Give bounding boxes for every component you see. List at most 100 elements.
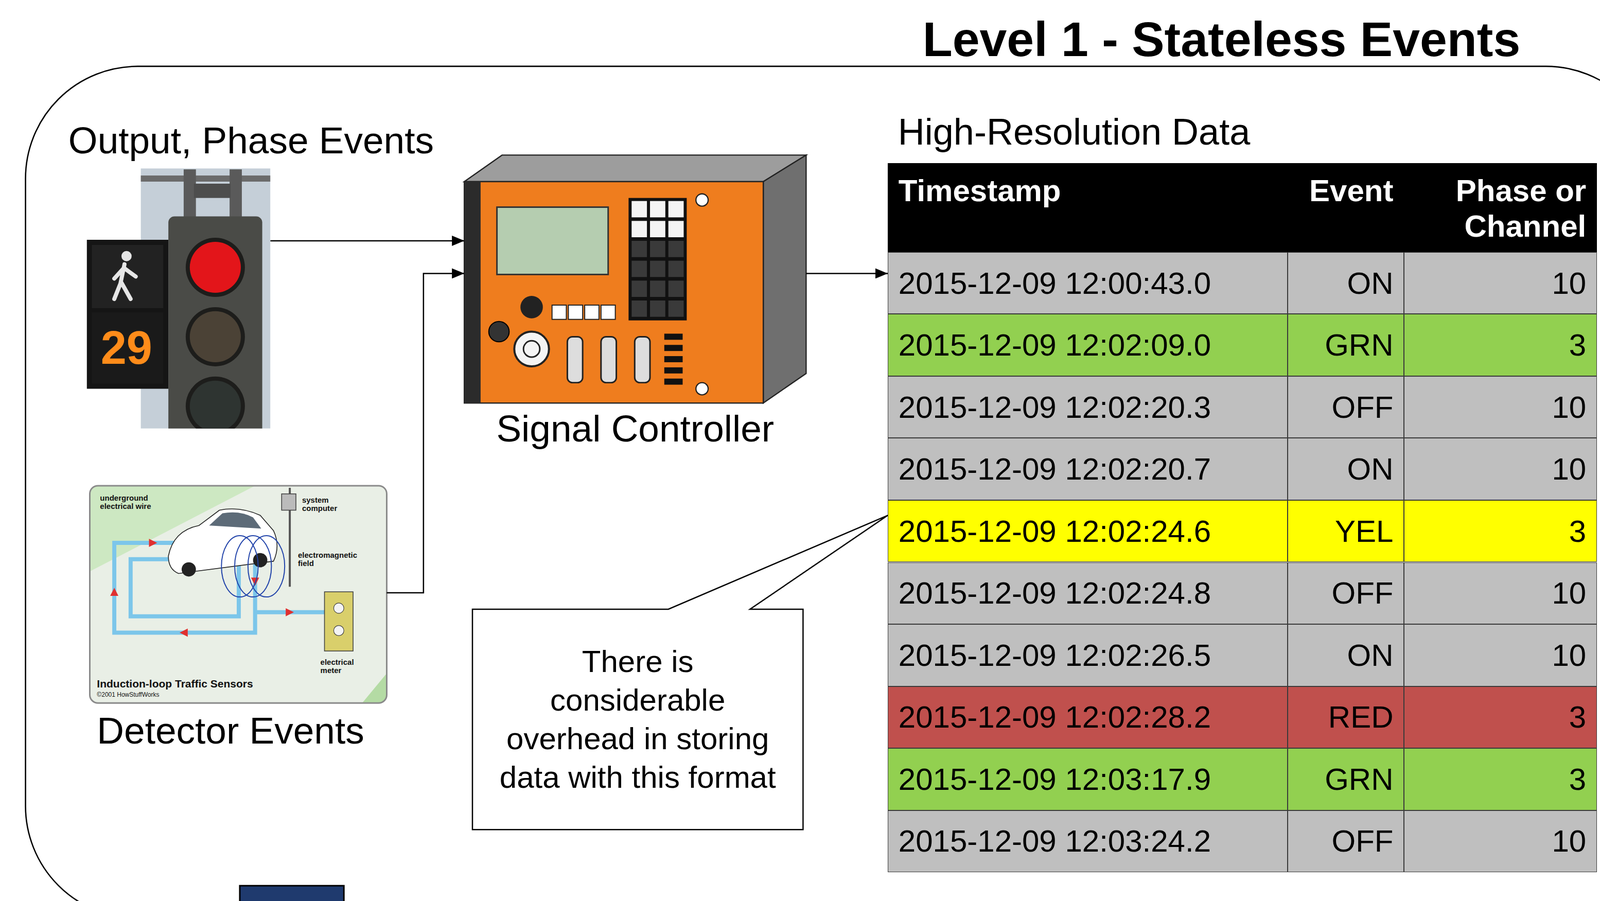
table-cell: 10: [1403, 562, 1597, 625]
signal-controller-art-part: [584, 305, 600, 320]
arrow-connector: [386, 273, 465, 593]
table-cell: 3: [1403, 686, 1597, 749]
induction-loop-illustration-part-part: [333, 625, 344, 637]
traffic-signal-photo-part: [185, 237, 245, 297]
induction-loop-illustration: [89, 485, 387, 703]
table-cell: 10: [1403, 437, 1597, 501]
node-heading: Signal Controller: [464, 407, 806, 451]
table-cell: 2015-12-09 12:02:28.2: [887, 686, 1288, 749]
table-value: GRN: [1324, 761, 1394, 798]
table-value: ON: [1346, 451, 1394, 487]
table-header-cell: Event: [1287, 163, 1404, 253]
induction-loop-illustration-part-part: [181, 562, 197, 577]
table-value: OFF: [1331, 575, 1394, 611]
table-header: Event: [1309, 172, 1394, 209]
table-cell: 2015-12-09 12:02:24.6: [887, 500, 1288, 563]
table-value: 3: [1569, 513, 1587, 550]
table-value: 10: [1551, 637, 1587, 674]
table-header: Phase or Channel: [1414, 172, 1587, 244]
signal-controller-art-part: [631, 300, 647, 318]
signal-controller-art-part: [664, 344, 683, 351]
signal-controller-art-part: [649, 240, 666, 258]
callout-box: There is considerable overhead in storin…: [472, 609, 803, 830]
signal-controller-art-part: [668, 280, 684, 297]
table-cell: 10: [1403, 624, 1597, 687]
table-value: 2015-12-09 12:02:28.2: [898, 699, 1211, 735]
traffic-signal-photo-part: [194, 183, 231, 199]
signal-controller-art-part: [601, 336, 617, 383]
induction-loop-illustration-part: [89, 485, 387, 703]
illustration-label: underground electrical wire: [99, 493, 151, 512]
table-cell: 2015-12-09 12:03:17.9: [887, 748, 1288, 811]
diagram-title: Level 1 - Stateless Events: [922, 11, 1521, 67]
induction-loop-illustration-part-part: [362, 673, 388, 704]
label-wrap: electromagnetic field: [297, 551, 370, 569]
traffic-signal-photo-part: [168, 216, 262, 429]
signal-controller-art-part: [695, 194, 709, 207]
detector-illustration: Detector Events: [89, 485, 387, 703]
table-header-cell: Phase or Channel: [1403, 163, 1597, 253]
table-value: 2015-12-09 12:03:17.9: [898, 761, 1211, 798]
table-value: 2015-12-09 12:02:24.6: [898, 513, 1211, 550]
traffic-signal-photo-part: [185, 376, 245, 429]
traffic-signal-photo-part: [114, 264, 136, 300]
table-value: 2015-12-09 12:02:26.5: [898, 637, 1211, 674]
signal-controller-art-part: [631, 201, 647, 218]
table-header: Timestamp: [898, 172, 1062, 209]
illustration-label: electromagnetic field: [297, 550, 358, 569]
table-cell: 2015-12-09 12:00:43.0: [887, 252, 1288, 315]
signal-controller-art-part: [464, 181, 764, 403]
traffic-signal-photo-part: [189, 380, 241, 429]
node-text-wrap: There is considerable overhead in storin…: [472, 609, 803, 830]
induction-loop-illustration-part-part: [285, 608, 294, 617]
table-value: 2015-12-09 12:02:09.0: [898, 327, 1211, 363]
traffic-signal-photo-part: [185, 307, 245, 367]
table-value: 2015-12-09 12:00:43.0: [898, 265, 1211, 302]
traffic-signal-photo-part: [86, 239, 169, 390]
illustration-title: Induction-loop Traffic Sensors: [96, 677, 253, 690]
copyright-note: ©2001 HowStuffWorks: [96, 691, 160, 699]
arrow-connector: [805, 272, 888, 275]
table-cell: ON: [1287, 437, 1404, 501]
illustration-label: system computer: [302, 495, 338, 514]
table-cell: RED: [1287, 686, 1404, 749]
table-value: YEL: [1334, 513, 1394, 550]
table-cell: OFF: [1287, 562, 1404, 625]
callout-shape: [472, 515, 888, 830]
title-wrap: Level 1 - Stateless Events: [922, 11, 1521, 68]
table-value: 10: [1551, 265, 1587, 302]
label-wrap: system computer: [302, 496, 364, 514]
signal-controller-art-part: [664, 333, 683, 340]
traffic-signal-photo-part: [91, 244, 164, 309]
induction-loop-illustration-part-part: [248, 535, 285, 597]
table-value: 2015-12-09 12:02:20.7: [898, 451, 1211, 487]
node-heading: High-Resolution Data: [898, 110, 1251, 154]
induction-loop-illustration-part-part: [253, 553, 268, 568]
node-text-wrap: High-Resolution Data: [898, 110, 1251, 154]
signal-controller-art-part: [568, 305, 583, 320]
signal-controller-art-part: [520, 295, 543, 319]
table-cell: 3: [1403, 748, 1597, 811]
table-cell: OFF: [1287, 810, 1404, 873]
table-cell: OFF: [1287, 376, 1404, 439]
node-heading: Output, Phase Events: [68, 118, 434, 163]
label-wrap: 29: [89, 312, 164, 384]
induction-loop-illustration-part-part: [333, 603, 344, 614]
signal-photo: Output, Phase Events: [86, 168, 271, 429]
traffic-signal-photo-part: [229, 169, 242, 221]
table-cell: 3: [1403, 500, 1597, 563]
table-cell: 2015-12-09 12:02:09.0: [887, 313, 1288, 377]
table-value: 10: [1551, 389, 1587, 426]
table-cell: YEL: [1287, 500, 1404, 563]
signal-controller-art-part: [649, 201, 666, 218]
signal-controller-art-part: [649, 300, 666, 318]
signal-controller-art-part: [664, 378, 683, 385]
signal-controller-art-part: [668, 260, 684, 278]
induction-loop-illustration-part-part: [110, 587, 119, 596]
signal-controller-art-part: [634, 336, 650, 383]
label-wrap: Induction-loop Traffic Sensors: [96, 677, 253, 690]
table-value: 10: [1551, 823, 1587, 859]
traffic-signal-photo-part: [121, 251, 132, 262]
signal-controller-art-part: [497, 207, 609, 275]
